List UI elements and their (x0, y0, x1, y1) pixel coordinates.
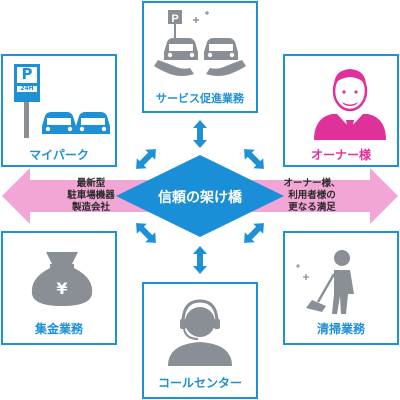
right-arrow-line-1: オーナー様、 (283, 178, 341, 189)
sign-p-text: P (21, 65, 33, 83)
left-arrow-line-3: 製造会社 (71, 202, 110, 213)
bottom-label: コールセンター (157, 376, 242, 390)
right-arrow (250, 168, 398, 224)
top-right-label: オーナー様 (310, 148, 371, 162)
right-arrow-line-3: 更なる満足 (288, 202, 336, 213)
owner-person-icon (314, 69, 386, 140)
arrow-diag-top-left (136, 149, 156, 169)
svg-text:P: P (171, 13, 178, 25)
arrow-up-down-top (193, 120, 207, 148)
left-arrow-text: 最新型 駐車場機器 製造会社 (36, 178, 146, 214)
right-arrow-text: オーナー様、 利用者様の 更なる満足 (258, 178, 366, 214)
connector-arrows (136, 120, 264, 274)
sign-24h-text: 24H (20, 85, 34, 92)
bottom-left-label: 集金業務 (34, 322, 83, 336)
cleaning-person-icon (296, 250, 354, 314)
bottom-right-label: 清掃業務 (316, 322, 365, 336)
top-label: サービス促進業務 (156, 92, 244, 105)
yen-symbol: ¥ (56, 279, 68, 298)
center-diamond (116, 155, 284, 237)
top-left-label: マイパーク (29, 148, 89, 162)
money-bag-yen-icon (31, 252, 93, 306)
left-arrow-line-1: 最新型 (76, 178, 106, 189)
center-label: 信頼の架け橋 (158, 190, 242, 206)
parking-cars-hands-icon: P (154, 10, 246, 76)
headset-operator-icon (168, 299, 232, 366)
left-arrow-line-2: 駐車場機器 (67, 190, 115, 201)
parking-24h-sign-icon (14, 64, 110, 138)
left-arrow (2, 168, 150, 224)
right-arrow-line-2: 利用者様の (288, 190, 336, 201)
arrow-diag-bottom-right (244, 223, 264, 243)
arrow-up-down-bottom (193, 246, 207, 274)
arrow-diag-bottom-left (136, 223, 156, 243)
arrow-diag-top-right (244, 149, 264, 169)
